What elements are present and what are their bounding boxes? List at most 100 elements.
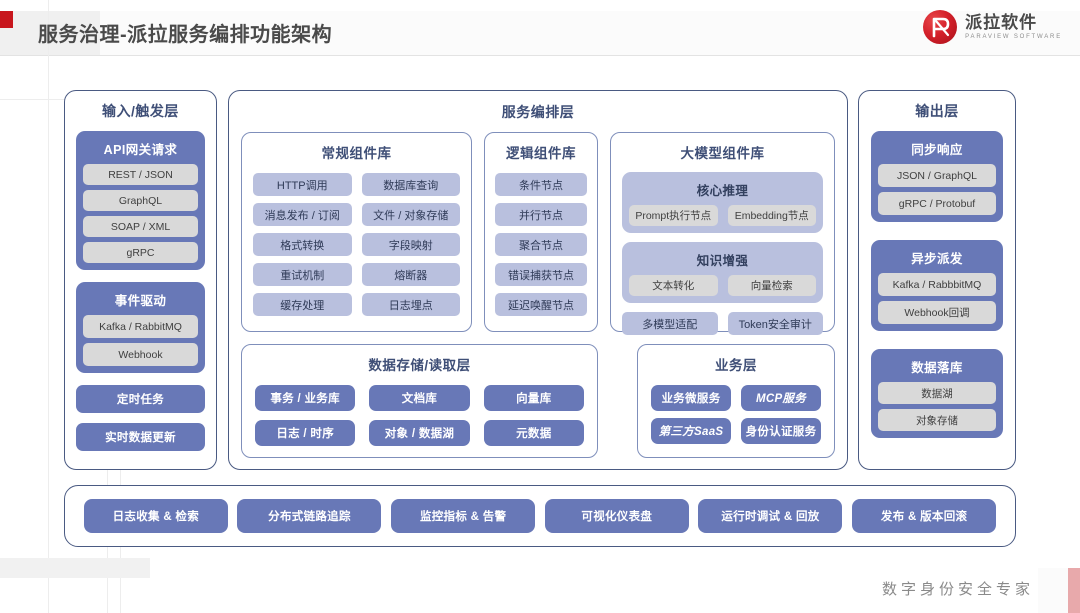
- chip-scheduled-task[interactable]: 定时任务: [76, 385, 205, 413]
- core-inference-items: Prompt执行节点 Embedding节点: [629, 205, 816, 226]
- ops-chip-log-collection[interactable]: 日志收集 & 检索: [83, 499, 228, 533]
- storage-layer-title: 数据存储/读取层: [368, 358, 471, 373]
- event-driven-group-title: 事件驱动: [114, 294, 167, 308]
- business-layer-title: 业务层: [715, 358, 757, 373]
- chip-vector-retrieval[interactable]: 向量检索: [727, 275, 816, 296]
- event-driven-group: 事件驱动 Kafka / RabbitMQ Webhook: [76, 282, 205, 373]
- brand-red-square: [0, 11, 13, 28]
- header-band: [0, 11, 1080, 55]
- chip-rest-json[interactable]: REST / JSON: [83, 164, 198, 185]
- chip-soap-xml[interactable]: SOAP / XML: [83, 216, 198, 237]
- footer-tagline: 数字身份安全专家: [881, 581, 1034, 598]
- page-title: 服务治理-派拉服务编排功能架构: [38, 24, 333, 46]
- core-inference-group-title: 核心推理: [696, 184, 749, 198]
- chip-log-timeseries[interactable]: 日志 / 时序: [255, 420, 356, 446]
- chip-third-party-saas[interactable]: 第三方SaaS: [651, 418, 731, 444]
- api-gateway-group-title: API网关请求: [103, 143, 178, 157]
- llm-standalone-items: 多模型适配 Token安全审计: [622, 312, 823, 335]
- ops-chip-monitoring-alerting[interactable]: 监控指标 & 告警: [391, 499, 536, 533]
- logic-library-title: 逻辑组件库: [506, 146, 576, 161]
- chip-cache-processing[interactable]: 缓存处理: [253, 293, 352, 316]
- chip-log-tracking-point[interactable]: 日志埋点: [361, 293, 460, 316]
- paraview-logo-icon: [923, 10, 958, 44]
- footer-band-accent: [0, 558, 150, 578]
- chip-webhook-callback[interactable]: Webhook回调: [878, 301, 996, 324]
- chip-kafka-rabbitmq-in[interactable]: Kafka / RabbitMQ: [83, 315, 198, 338]
- sync-response-group-title: 同步响应: [911, 143, 963, 157]
- llm-library-title: 大模型组件库: [680, 146, 765, 161]
- ops-chip-distributed-tracing[interactable]: 分布式链路追踪: [237, 499, 382, 533]
- chip-object-datalake[interactable]: 对象 / 数据湖: [369, 420, 470, 446]
- sync-response-group: 同步响应 JSON / GraphQL gRPC / Protobuf: [871, 131, 1003, 222]
- async-dispatch-group: 异步派发 Kafka / RabbbitMQ Webhook回调: [871, 240, 1003, 331]
- ops-chip-release-rollback[interactable]: 发布 & 版本回滚: [852, 499, 997, 533]
- chip-http-call[interactable]: HTTP调用: [253, 173, 352, 196]
- ops-chip-runtime-debug-replay[interactable]: 运行时调试 & 回放: [698, 499, 843, 533]
- chip-condition-node[interactable]: 条件节点: [495, 173, 587, 196]
- chip-kafka-rabbitmq-out[interactable]: Kafka / RabbbitMQ: [878, 273, 996, 296]
- chip-transaction-business-db[interactable]: 事务 / 业务库: [255, 385, 356, 411]
- business-layer-panel: 业务层 业务微服务 MCP服务 第三方SaaS 身份认证服务: [637, 344, 835, 458]
- ops-chip-visual-dashboard[interactable]: 可视化仪表盘: [544, 499, 689, 533]
- chip-circuit-breaker[interactable]: 熔断器: [361, 263, 460, 286]
- logo-text-block: 派拉软件 PARAVIEW SOFTWARE: [965, 14, 1062, 40]
- chip-realtime-data-update[interactable]: 实时数据更新: [76, 423, 205, 451]
- regular-library-title: 常规组件库: [321, 146, 392, 161]
- chip-aggregate-node[interactable]: 聚合节点: [495, 233, 587, 256]
- header-divider: [0, 55, 1080, 56]
- chip-pubsub[interactable]: 消息发布 / 订阅: [253, 203, 352, 226]
- input-trigger-layer-panel: 输入/触发层 API网关请求 REST / JSON GraphQL SOAP …: [64, 90, 217, 470]
- knowledge-enhancement-group-title: 知识增强: [696, 254, 749, 268]
- knowledge-enhancement-items: 文本转化 向量检索: [629, 275, 816, 296]
- data-storage-layer-panel: 数据存储/读取层 事务 / 业务库 文档库 向量库 日志 / 时序 对象 / 数…: [241, 344, 598, 458]
- chip-document-db[interactable]: 文档库: [369, 385, 470, 411]
- chip-object-storage-out[interactable]: 对象存储: [878, 409, 996, 431]
- footer-white-accent: [1038, 568, 1068, 613]
- output-layer-title: 输出层: [915, 103, 959, 119]
- core-inference-group: 核心推理 Prompt执行节点 Embedding节点: [622, 172, 823, 233]
- logic-component-library-panel: 逻辑组件库 条件节点 并行节点 聚合节点 错误捕获节点 延迟唤醒节点: [484, 132, 598, 332]
- header-band-left-accent: [0, 11, 100, 55]
- chip-text-conversion[interactable]: 文本转化: [629, 275, 718, 296]
- logic-library-items: 条件节点 并行节点 聚合节点 错误捕获节点 延迟唤醒节点: [495, 173, 587, 316]
- chip-db-query[interactable]: 数据库查询: [361, 173, 460, 196]
- chip-graphql[interactable]: GraphQL: [83, 190, 198, 211]
- chip-grpc-protobuf[interactable]: gRPC / Protobuf: [878, 192, 996, 215]
- logo-name-cn: 派拉软件: [965, 13, 1038, 32]
- regular-library-items: HTTP调用 数据库查询 消息发布 / 订阅 文件 / 对象存储 格式转换 字段…: [253, 173, 460, 316]
- chip-parallel-node[interactable]: 并行节点: [495, 203, 587, 226]
- chip-mcp-service[interactable]: MCP服务: [741, 385, 821, 411]
- chip-token-security-audit[interactable]: Token安全审计: [727, 312, 823, 335]
- chip-webhook-in[interactable]: Webhook: [83, 343, 198, 366]
- api-gateway-group: API网关请求 REST / JSON GraphQL SOAP / XML g…: [76, 131, 205, 270]
- chip-business-microservice[interactable]: 业务微服务: [651, 385, 731, 411]
- chip-metadata[interactable]: 元数据: [483, 420, 584, 446]
- operations-bar: 日志收集 & 检索 分布式链路追踪 监控指标 & 告警 可视化仪表盘 运行时调试…: [64, 485, 1016, 547]
- input-layer-title: 输入/触发层: [102, 103, 179, 119]
- chip-vector-db[interactable]: 向量库: [483, 385, 584, 411]
- chip-field-mapping[interactable]: 字段映射: [361, 233, 460, 256]
- chip-retry-mechanism[interactable]: 重试机制: [253, 263, 352, 286]
- chip-multi-model-adaptation[interactable]: 多模型适配: [622, 312, 718, 335]
- chip-format-conversion[interactable]: 格式转换: [253, 233, 352, 256]
- chip-data-lake[interactable]: 数据湖: [878, 382, 996, 404]
- logo-name-en: PARAVIEW SOFTWARE: [965, 34, 1062, 40]
- storage-layer-items: 事务 / 业务库 文档库 向量库 日志 / 时序 对象 / 数据湖 元数据: [255, 385, 584, 446]
- architecture-diagram: 输入/触发层 API网关请求 REST / JSON GraphQL SOAP …: [0, 70, 1080, 560]
- data-persistence-group-title: 数据落库: [911, 361, 963, 375]
- chip-embedding-node[interactable]: Embedding节点: [727, 205, 816, 226]
- chip-grpc[interactable]: gRPC: [83, 242, 198, 263]
- chip-error-capture-node[interactable]: 错误捕获节点: [495, 263, 587, 286]
- business-layer-items: 业务微服务 MCP服务 第三方SaaS 身份认证服务: [651, 385, 821, 444]
- chip-identity-auth-service[interactable]: 身份认证服务: [741, 418, 821, 444]
- company-logo: 派拉软件 PARAVIEW SOFTWARE: [923, 10, 1062, 44]
- guide-line-vertical-1: [48, 0, 49, 613]
- async-dispatch-group-title: 异步派发: [911, 252, 963, 266]
- chip-json-graphql[interactable]: JSON / GraphQL: [878, 164, 996, 187]
- llm-component-library-panel: 大模型组件库 核心推理 Prompt执行节点 Embedding节点 知识增强 …: [610, 132, 835, 335]
- data-persistence-group: 数据落库 数据湖 对象存储: [871, 349, 1003, 438]
- chip-prompt-exec-node[interactable]: Prompt执行节点: [629, 205, 718, 226]
- footer-pink-accent: [1068, 568, 1080, 613]
- chip-file-object-storage[interactable]: 文件 / 对象存储: [361, 203, 460, 226]
- chip-delay-wakeup-node[interactable]: 延迟唤醒节点: [495, 293, 587, 316]
